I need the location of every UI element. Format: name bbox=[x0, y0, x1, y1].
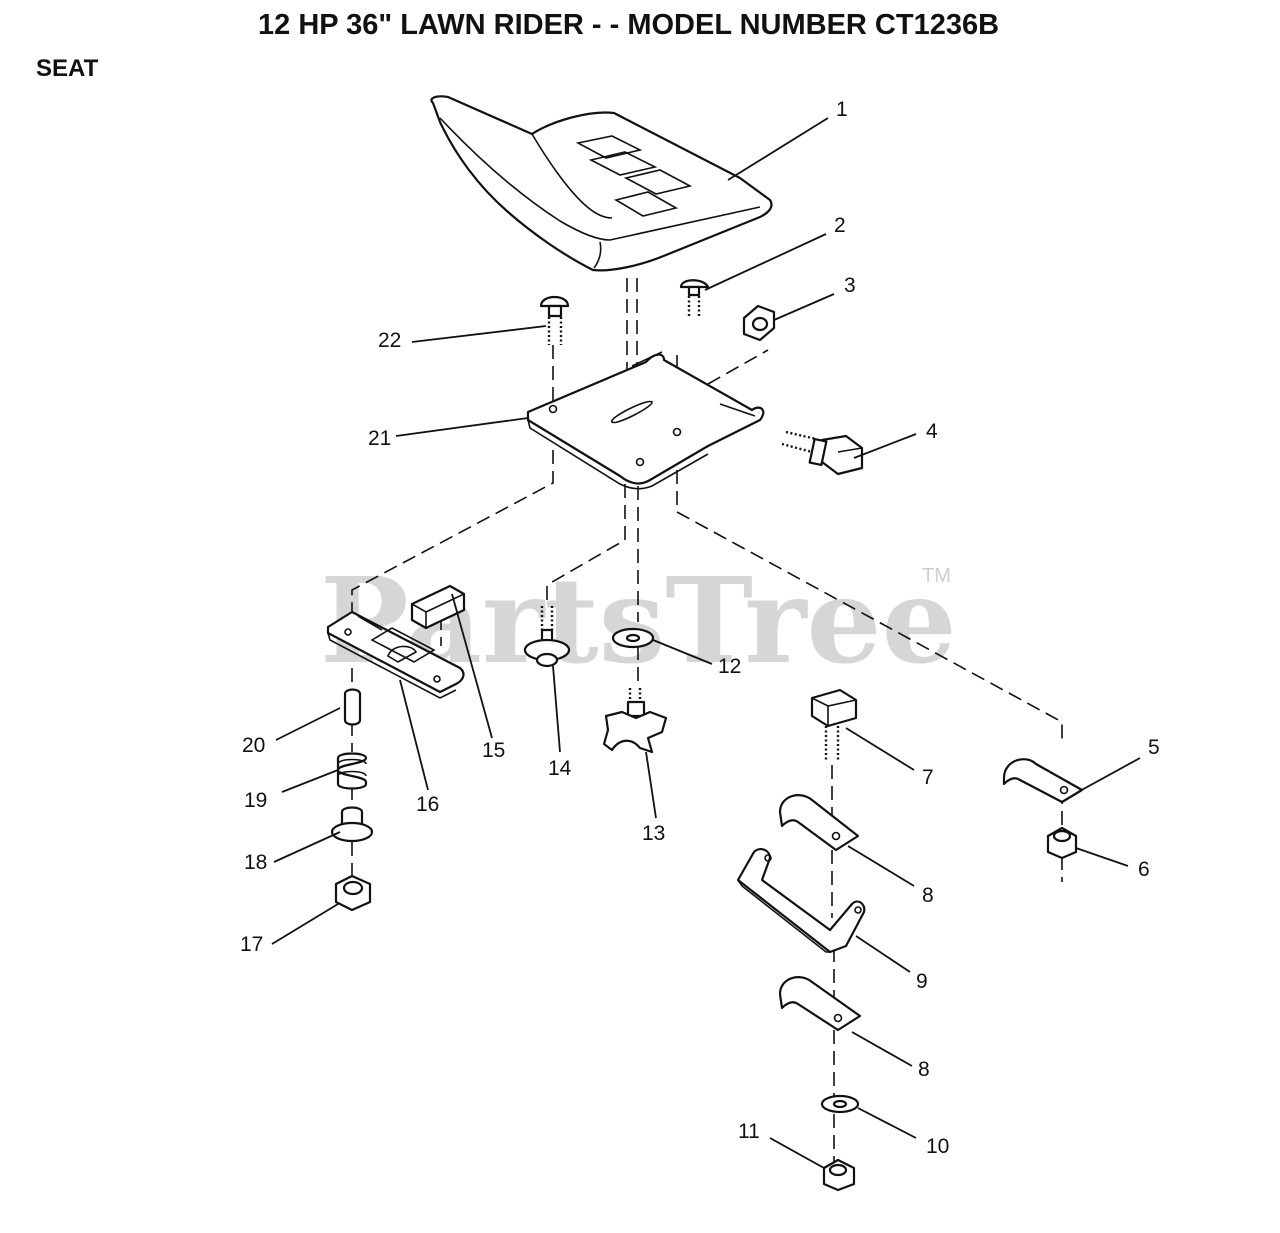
bumper-pad-part bbox=[410, 584, 466, 630]
callout-2: 2 bbox=[834, 214, 846, 237]
callout-6: 6 bbox=[1138, 858, 1150, 881]
callout-labels: 1 2 3 4 5 6 7 8 9 10 11 12 13 14 15 16 1… bbox=[240, 98, 1160, 1158]
slide-plate-part bbox=[326, 610, 465, 699]
callout-15: 15 bbox=[482, 739, 505, 762]
callout-18: 18 bbox=[244, 851, 267, 874]
callout-12: 12 bbox=[718, 655, 741, 678]
adjustment-knob-part bbox=[602, 688, 668, 754]
flange-nut-part bbox=[742, 304, 776, 342]
callout-9: 9 bbox=[916, 970, 928, 993]
callout-13: 13 bbox=[642, 822, 665, 845]
callout-8-upper: 8 bbox=[922, 884, 934, 907]
callout-5: 5 bbox=[1148, 736, 1160, 759]
callout-1: 1 bbox=[836, 98, 848, 121]
assembly-lines bbox=[351, 278, 1063, 1162]
pivot-bracket-part bbox=[736, 848, 866, 954]
callout-20: 20 bbox=[242, 734, 265, 757]
callout-3: 3 bbox=[844, 274, 856, 297]
hex-bolt-part bbox=[810, 688, 858, 762]
spring-part bbox=[336, 752, 368, 790]
callout-8-lower: 8 bbox=[918, 1058, 930, 1081]
watermark-trademark: TM bbox=[922, 565, 951, 587]
callout-21: 21 bbox=[368, 427, 391, 450]
seat-part bbox=[430, 95, 773, 272]
clamp-lower-part bbox=[778, 976, 862, 1032]
spacer-nut-part bbox=[330, 806, 374, 843]
callout-11: 11 bbox=[738, 1120, 760, 1143]
diagram-title: 12 HP 36" LAWN RIDER - - MODEL NUMBER CT… bbox=[258, 9, 999, 41]
carriage-bolt-part bbox=[539, 295, 570, 345]
clip-bracket-part bbox=[1002, 758, 1084, 804]
seat-pan-part bbox=[526, 351, 765, 490]
clamp-upper-part bbox=[778, 794, 860, 852]
shoulder-screw-part bbox=[523, 606, 571, 668]
section-title: SEAT bbox=[36, 55, 99, 82]
shoulder-bolt-part bbox=[781, 430, 864, 476]
flat-washer-lower-part bbox=[820, 1094, 860, 1114]
callout-7: 7 bbox=[922, 766, 934, 789]
callout-22: 22 bbox=[378, 329, 401, 352]
callout-4: 4 bbox=[926, 420, 938, 443]
callout-17: 17 bbox=[240, 933, 263, 956]
leader-lines bbox=[271, 117, 1141, 1169]
callout-19: 19 bbox=[244, 789, 267, 812]
callout-14: 14 bbox=[548, 757, 572, 780]
carriage-bolt-small-part bbox=[679, 279, 710, 316]
callout-16: 16 bbox=[416, 793, 439, 816]
pin-part bbox=[343, 688, 362, 726]
flange-nut-lower-part bbox=[334, 874, 372, 912]
lock-nut-part bbox=[1046, 826, 1078, 860]
hex-nut-part bbox=[822, 1158, 856, 1192]
callout-10: 10 bbox=[926, 1135, 949, 1158]
flat-washer-part bbox=[611, 627, 655, 649]
